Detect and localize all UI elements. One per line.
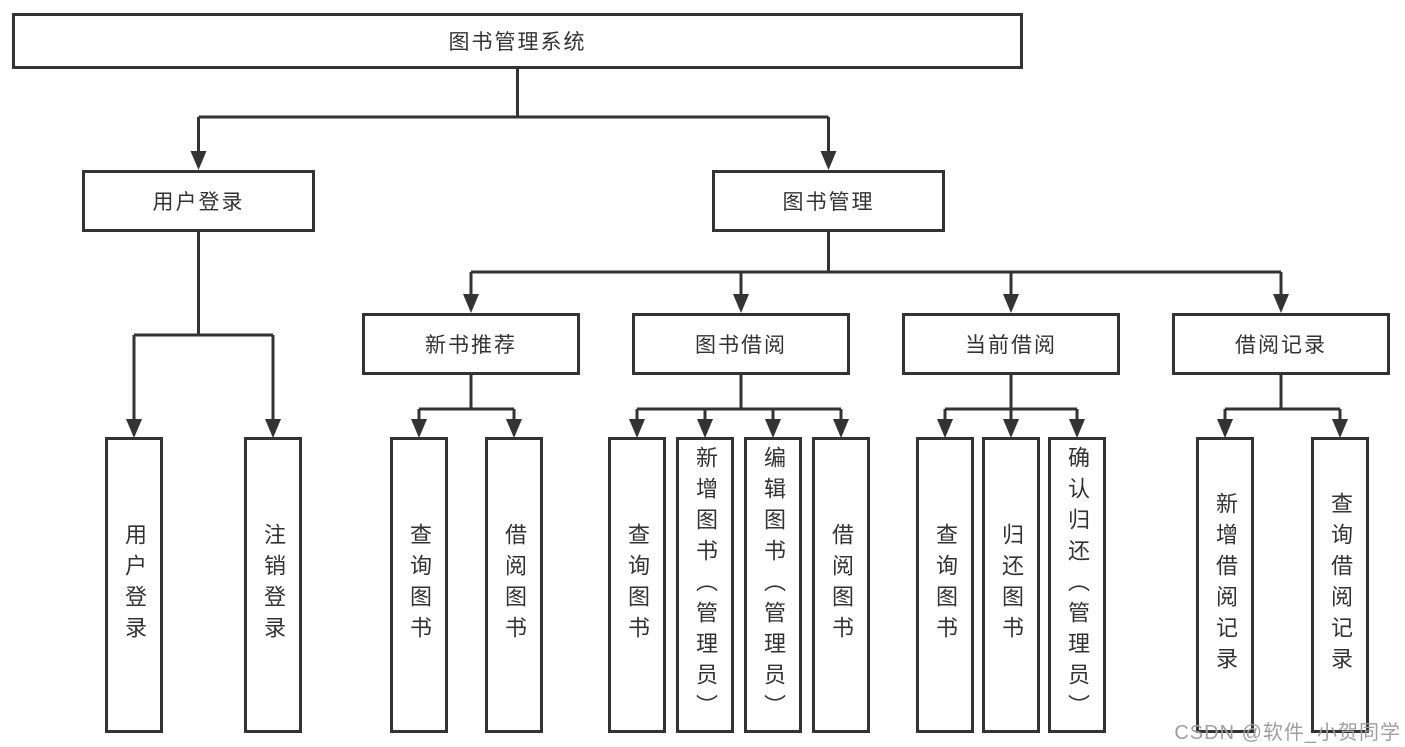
- csdn-watermark: CSDN @软件_小贺同学: [1174, 722, 1401, 744]
- node-borrow-records: 借阅记录: [1172, 313, 1390, 375]
- leaf-add-borrow-record: 新增借阅记录: [1196, 437, 1254, 733]
- leaf-user-login: 用户登录: [105, 437, 163, 733]
- connector-borrow-records-to-leaves: [1217, 375, 1348, 438]
- node-root-system: 图书管理系统: [12, 13, 1023, 69]
- node-user-login: 用户登录: [82, 170, 315, 232]
- node-book-borrow: 图书借阅: [632, 313, 850, 375]
- leaf-return-books: 归还图书: [982, 437, 1040, 733]
- leaf-add-books-admin: 新增图书（管理员）: [676, 437, 734, 733]
- leaf-query-borrow-record-label: 查询借阅记录: [1328, 492, 1353, 678]
- node-current-borrow-label: 当前借阅: [965, 334, 1057, 357]
- leaf-current-query-books: 查询图书: [916, 437, 974, 733]
- leaf-edit-books-admin: 编辑图书（管理员）: [744, 437, 802, 733]
- leaf-add-books-admin-label: 新增图书（管理员）: [693, 445, 718, 725]
- connector-book-borrow-to-leaves: [629, 375, 849, 438]
- leaf-query-borrow-record: 查询借阅记录: [1311, 437, 1369, 733]
- leaf-new-books-borrow: 借阅图书: [485, 437, 543, 733]
- node-user-login-label: 用户登录: [152, 191, 245, 214]
- leaf-logout: 注销登录: [244, 437, 302, 733]
- leaf-edit-books-admin-label: 编辑图书（管理员）: [761, 445, 786, 725]
- leaf-confirm-return-admin: 确认归还（管理员）: [1048, 437, 1106, 733]
- leaf-user-login-label: 用户登录: [122, 523, 147, 647]
- leaf-new-books-borrow-label: 借阅图书: [502, 523, 527, 647]
- connector-book-management-to-level3: [463, 232, 1289, 313]
- leaf-new-books-query-label: 查询图书: [407, 523, 432, 647]
- leaf-add-borrow-record-label: 新增借阅记录: [1213, 492, 1238, 678]
- node-book-management-label: 图书管理: [782, 191, 875, 214]
- node-borrow-records-label: 借阅记录: [1235, 334, 1327, 357]
- leaf-borrow-books-label: 借阅图书: [829, 523, 854, 647]
- leaf-borrow-query-books: 查询图书: [608, 437, 666, 733]
- connector-user-login-to-leaves: [126, 232, 281, 438]
- connector-current-borrow-to-leaves: [937, 375, 1085, 438]
- leaf-new-books-query: 查询图书: [390, 437, 448, 733]
- node-book-management: 图书管理: [712, 170, 945, 232]
- node-new-book-recommend: 新书推荐: [362, 313, 580, 375]
- node-root-label: 图书管理系统: [448, 31, 587, 54]
- leaf-current-query-books-label: 查询图书: [933, 523, 958, 647]
- connector-new-books-to-leaves: [411, 375, 522, 438]
- node-new-book-recommend-label: 新书推荐: [425, 334, 517, 357]
- leaf-borrow-books: 借阅图书: [812, 437, 870, 733]
- node-book-borrow-label: 图书借阅: [695, 334, 787, 357]
- leaf-logout-label: 注销登录: [261, 523, 286, 647]
- leaf-return-books-label: 归还图书: [999, 523, 1024, 647]
- leaf-confirm-return-admin-label: 确认归还（管理员）: [1065, 445, 1090, 725]
- leaf-borrow-query-books-label: 查询图书: [625, 523, 650, 647]
- connector-root-to-level2: [190, 69, 837, 170]
- node-current-borrow: 当前借阅: [902, 313, 1120, 375]
